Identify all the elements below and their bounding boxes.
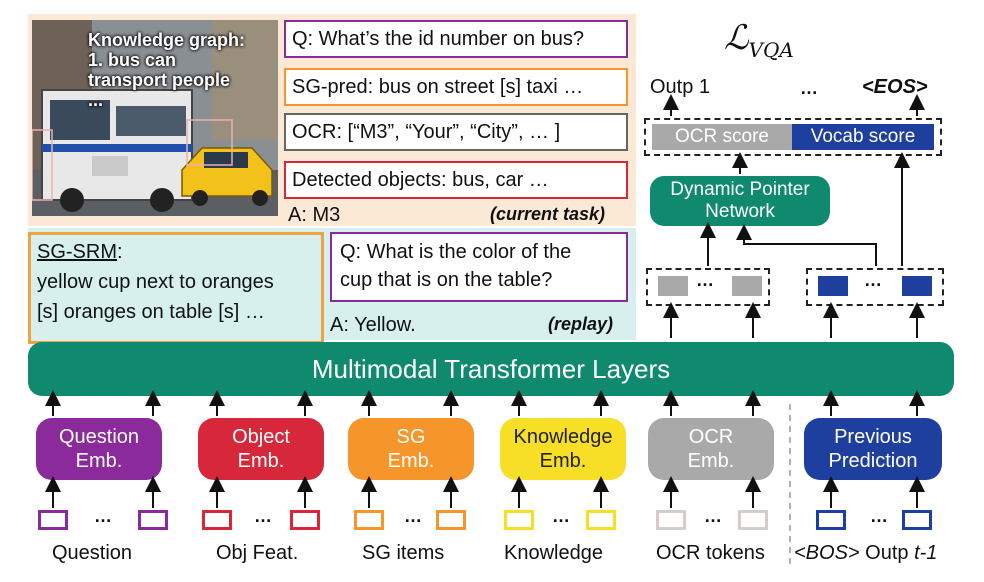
sg-srm-title: SG-SRM <box>37 241 117 263</box>
loss-label: ℒVQA <box>724 18 794 62</box>
emb-line: SG <box>396 426 426 448</box>
detected-objects-box: Detected objects: bus, car … <box>284 161 628 199</box>
ocr-token-cell <box>732 276 762 296</box>
token-box <box>816 510 846 530</box>
token-box <box>902 510 932 530</box>
input-label: Knowledge <box>504 542 603 564</box>
input-label: Question <box>52 542 133 564</box>
prev-token-cell <box>902 276 932 296</box>
sg-pred-box: SG-pred: bus on street [s] taxi … <box>284 68 628 106</box>
vocab-score: Vocab score <box>792 124 934 150</box>
ocr-token-ellipsis: … <box>696 270 714 290</box>
sg-srm-box: SG-SRM: yellow cup next to oranges [s] o… <box>28 232 324 344</box>
emb-line: Knowledge <box>513 426 613 448</box>
token-box <box>738 510 768 530</box>
emb-line: Previous <box>834 426 912 448</box>
emb-line: Emb. <box>687 450 735 472</box>
ocr-token-group <box>646 268 770 306</box>
dynamic-pointer-network: Dynamic Pointer Network <box>650 176 830 226</box>
outp-t-label: t-1 <box>914 542 938 564</box>
token-box <box>656 510 686 530</box>
bos-label: <BOS> <box>794 542 860 564</box>
emb-line: OCR <box>688 426 734 448</box>
replay-tag: (replay) <box>548 314 614 334</box>
kg-line: transport people <box>88 70 231 90</box>
outp1-label: Outp 1 <box>650 76 711 98</box>
token-box <box>138 510 168 530</box>
transformer-label: Multimodal Transformer Layers <box>311 353 671 384</box>
detected-objects-text: Detected objects: bus, car … <box>292 168 549 191</box>
token-box <box>436 510 466 530</box>
arrow <box>736 224 877 266</box>
dpn-line: Network <box>705 201 775 222</box>
current-question-box: Q: What’s the id number on bus? <box>284 20 628 58</box>
input-label: Obj Feat. <box>216 542 299 564</box>
token-ellipsis: … <box>404 506 422 526</box>
token-box <box>586 510 616 530</box>
score-box <box>644 118 942 156</box>
current-task-tag: (current task) <box>490 204 606 224</box>
outp-ellipsis: … <box>800 78 818 98</box>
current-question: Q: What’s the id number on bus? <box>292 27 585 50</box>
current-answer: A: M3 <box>288 204 341 226</box>
replay-question-box: Q: What is the color of the cup that is … <box>330 232 628 302</box>
loss-symbol: ℒ <box>724 18 749 58</box>
token-box <box>38 510 68 530</box>
input-label: SG items <box>362 542 445 564</box>
token-box <box>202 510 232 530</box>
prev-token-ellipsis: … <box>864 270 882 290</box>
token-ellipsis: … <box>704 506 722 526</box>
emb-line: Emb. <box>387 450 435 472</box>
prev-token-cell <box>818 276 848 296</box>
sg-srm-line: yellow cup next to oranges <box>37 271 274 293</box>
replay-question-line: cup that is on the table? <box>340 269 553 291</box>
ocr-score: OCR score <box>652 124 792 150</box>
prev-token-group <box>806 268 944 306</box>
token-ellipsis: … <box>552 506 570 526</box>
sg-pred-text: SG-pred: bus on street [s] taxi … <box>292 75 584 98</box>
emb-line: Emb. <box>75 450 123 472</box>
token-box <box>290 510 320 530</box>
token-box <box>504 510 534 530</box>
eos-label: <EOS> <box>862 76 928 98</box>
sg-srm-line: [s] oranges on table [s] … <box>37 301 265 323</box>
ocr-text: OCR: [“M3”, “Your”, “City”, … ] <box>292 120 561 143</box>
ocr-box: OCR: [“M3”, “Your”, “City”, … ] <box>284 113 628 151</box>
token-ellipsis: … <box>254 506 272 526</box>
dpn-line: Dynamic Pointer <box>670 179 810 200</box>
loss-subscript: VQA <box>748 37 794 62</box>
replay-answer: A: Yellow. <box>330 314 416 336</box>
kg-line: Knowledge graph: <box>88 30 245 50</box>
multimodal-transformer: Multimodal Transformer Layers <box>28 342 954 396</box>
token-ellipsis: … <box>94 506 112 526</box>
outp-label: Outp <box>865 542 915 564</box>
token-ellipsis: … <box>870 506 888 526</box>
input-label: OCR tokens <box>656 542 765 564</box>
replay-question-line: Q: What is the color of the <box>340 241 572 263</box>
emb-line: Emb. <box>539 450 587 472</box>
emb-line: Object <box>232 426 290 448</box>
emb-line: Emb. <box>237 450 285 472</box>
bus-street-photo <box>32 20 278 216</box>
input-label-prev: <BOS> Outp t-1 <box>794 542 937 565</box>
knowledge-graph-overlay: Knowledge graph: 1. bus can transport pe… <box>88 30 278 110</box>
emb-line: Prediction <box>828 450 918 472</box>
emb-line: Question <box>58 426 140 448</box>
ocr-token-cell <box>658 276 688 296</box>
token-box <box>354 510 384 530</box>
kg-line: ... <box>88 90 104 110</box>
kg-line: 1. bus can <box>88 50 177 70</box>
